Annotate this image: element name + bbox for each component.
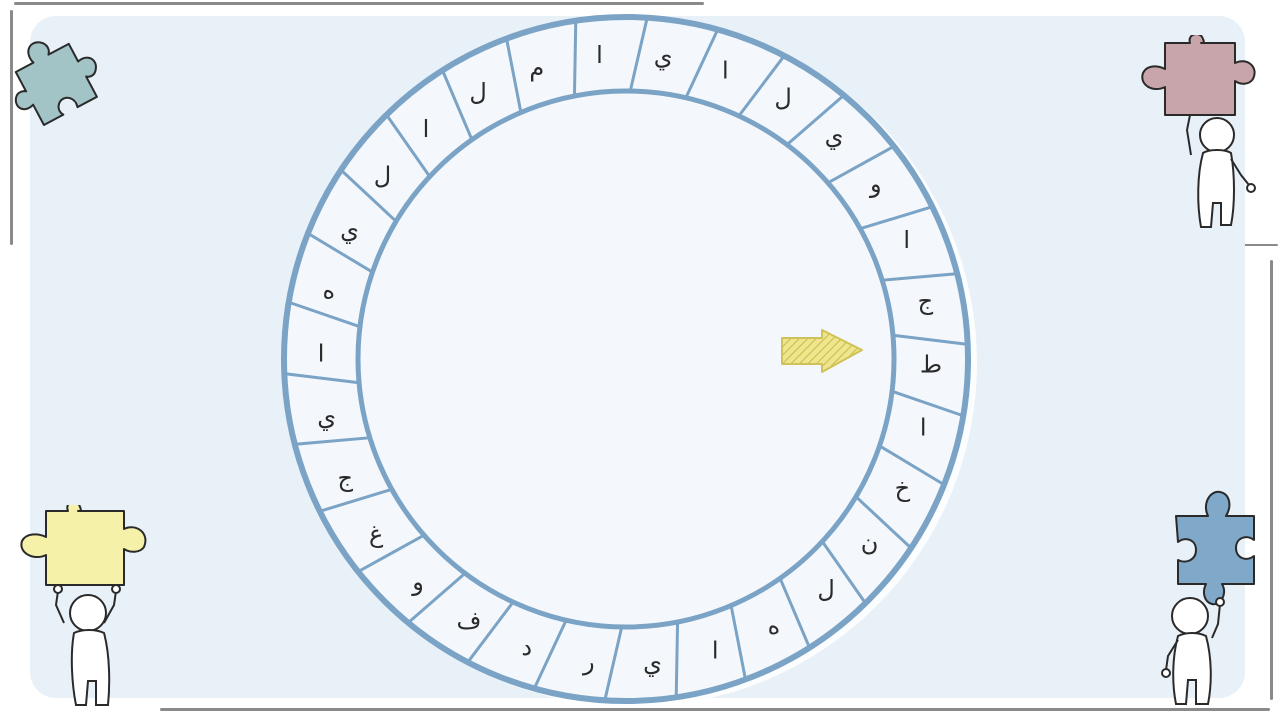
wheel-letter[interactable]: خ xyxy=(895,474,911,502)
wheel-letter[interactable]: ا xyxy=(920,414,927,442)
wheel-letter[interactable]: ن xyxy=(861,529,879,557)
wheel-letter[interactable]: ف xyxy=(456,606,481,634)
wheel-letter[interactable]: ج xyxy=(918,287,934,315)
wheel-letter[interactable]: ا xyxy=(596,41,603,69)
wheel-letter[interactable]: ي xyxy=(643,649,662,677)
wheel-letter[interactable]: ا xyxy=(712,637,719,665)
wheel-letter[interactable]: غ xyxy=(369,520,384,548)
wheel-letter[interactable]: ا xyxy=(722,57,729,85)
wheel-letter[interactable]: د xyxy=(521,633,532,661)
wheel-letter[interactable]: ل xyxy=(469,78,486,106)
puzzle-piece-icon-teal xyxy=(4,20,104,140)
wheel-divider xyxy=(574,23,575,94)
wheel-letter[interactable]: ر xyxy=(582,648,595,676)
wheel-letter[interactable]: ي xyxy=(340,216,359,244)
wheel-letter[interactable]: ي xyxy=(317,403,336,431)
wheel-letter[interactable]: ي xyxy=(825,122,844,150)
wheel-letter[interactable]: ا xyxy=(318,340,325,368)
wheel-letter[interactable]: ج xyxy=(337,464,353,492)
wheel-letter[interactable]: و xyxy=(869,170,882,198)
wheel-letter[interactable]: ه xyxy=(768,612,781,640)
wheel-letter[interactable]: ل xyxy=(374,161,391,189)
wheel-letter[interactable]: ل xyxy=(817,575,834,603)
wheel-letter[interactable]: ل xyxy=(774,84,791,112)
stick-figure-icon-yellow-puzzle xyxy=(16,505,156,710)
wheel-letter[interactable]: م xyxy=(529,53,544,81)
wheel-letter[interactable]: ا xyxy=(903,226,910,254)
stick-figure-icon-pink-puzzle xyxy=(1135,35,1265,235)
wheel-letter[interactable]: ط xyxy=(920,350,942,378)
stick-figure-icon-blue-puzzle xyxy=(1158,488,1268,710)
wheel-divider xyxy=(676,624,677,695)
wheel-letter[interactable]: ه xyxy=(323,276,336,304)
wheel-letter[interactable]: و xyxy=(411,568,424,596)
wheel-letter[interactable]: ا xyxy=(423,115,430,143)
wheel-letter[interactable]: ي xyxy=(654,42,673,70)
